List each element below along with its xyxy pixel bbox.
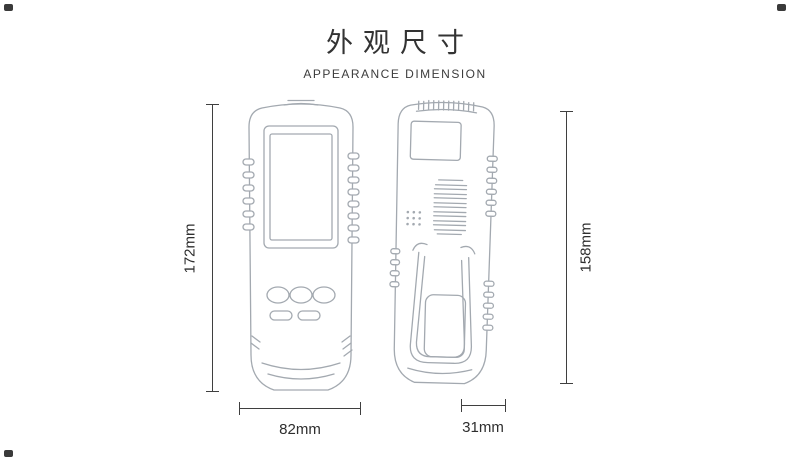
back-height-label: 158mm	[577, 222, 595, 273]
front-screen	[263, 125, 339, 249]
front-width-label: 82mm	[279, 421, 321, 438]
back-speaker-holes	[406, 210, 422, 226]
front-height-label: 172mm	[181, 223, 199, 274]
corner-mark-top-left	[4, 4, 13, 11]
page-title: 外观尺寸	[326, 28, 474, 58]
corner-mark-bottom-left	[4, 450, 13, 457]
back-depth-dimension-line	[461, 399, 506, 412]
back-height-dimension-line	[560, 111, 573, 384]
front-left-grip-ridges	[242, 158, 255, 231]
header: 外观尺寸 APPEARANCE DIMENSION	[0, 28, 790, 81]
back-top-grille	[415, 99, 478, 114]
back-left-grip-ridges	[389, 248, 401, 288]
back-right-grip-ridges	[482, 155, 498, 331]
back-depth-label: 31mm	[462, 419, 504, 436]
front-width-dimension-line	[239, 402, 361, 415]
device-back-view-drawing	[389, 99, 498, 385]
front-right-grip-ridges	[347, 152, 360, 244]
front-body-outline	[248, 103, 354, 391]
back-bottom-detail	[407, 367, 473, 375]
front-bottom-detail	[250, 335, 353, 380]
back-kickstand	[409, 242, 476, 364]
back-label-panel	[409, 120, 462, 161]
front-height-dimension-line	[206, 104, 219, 392]
device-front-view-drawing	[242, 99, 360, 391]
page-subtitle: APPEARANCE DIMENSION	[303, 66, 487, 81]
back-body-outline	[393, 101, 495, 385]
back-speaker-vent	[432, 179, 468, 236]
corner-mark-top-right	[777, 4, 786, 11]
front-buttons	[266, 286, 336, 321]
